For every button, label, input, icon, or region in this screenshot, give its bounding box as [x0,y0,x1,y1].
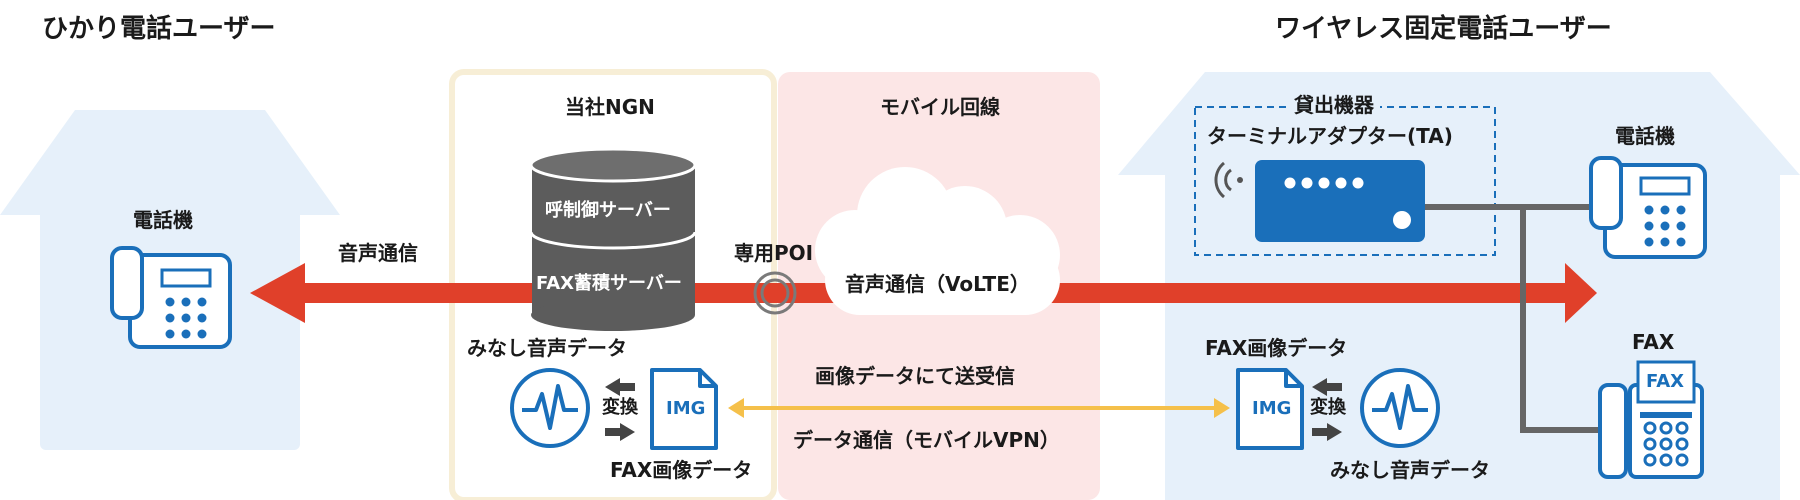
ta-label: ターミナルアダプター(TA) [1207,124,1453,148]
pseudo-voice-label-right: みなし音声データ [1330,458,1490,482]
phone-icon-left [110,246,232,349]
data-arrow [728,398,1230,418]
rental-device-label: 貸出機器 [1288,95,1380,115]
terminal-adapter-icon [1255,160,1425,242]
right-phone-label: 電話機 [1615,124,1675,148]
server-database [529,147,697,331]
pseudo-voice-label-left: みなし音声データ [467,336,627,360]
cloud-icon [815,167,1060,315]
voice-link-label: 音声通信 [338,241,418,265]
device-wiring [1425,204,1600,433]
call-server-label: 呼制御サーバー [545,200,671,221]
fax-machine-icon [1598,360,1704,479]
convert-label-left: 変換 [602,397,638,418]
fax-image-label-right: FAX画像データ [1205,336,1348,360]
fax-server-label: FAX蓄積サーバー [536,273,682,294]
waveform-icon-left [510,368,590,448]
convert-label-right: 変換 [1310,397,1346,418]
poi-ring [753,271,797,315]
img-badge-right: IMG [1252,398,1292,419]
heading-right-user: ワイヤレス固定電話ユーザー [1275,14,1612,44]
image-exchange-label: 画像データにて送受信 [815,364,1015,388]
poi-label: 専用POI [734,241,814,265]
left-phone-label: 電話機 [133,208,193,232]
phone-icon-right [1589,156,1707,259]
mobile-title: モバイル回線 [880,95,1000,119]
ngn-title: 当社NGN [565,95,655,119]
fax-image-label-left: FAX画像データ [610,458,753,482]
convert-arrows-right [1312,378,1342,441]
fax-badge: FAX [1646,371,1685,392]
convert-arrows-left [605,378,635,441]
volte-label: 音声通信（VoLTE） [845,272,1030,296]
waveform-icon-right [1360,368,1440,448]
img-file-icon-right [1236,368,1304,450]
fax-label: FAX [1632,330,1675,354]
wifi-signal-icon [1214,161,1243,199]
img-file-icon-left [650,368,718,450]
data-vpn-label: データ通信（モバイルVPN） [793,428,1060,452]
heading-left-user: ひかり電話ユーザー [42,14,276,44]
img-badge-left: IMG [666,398,706,419]
